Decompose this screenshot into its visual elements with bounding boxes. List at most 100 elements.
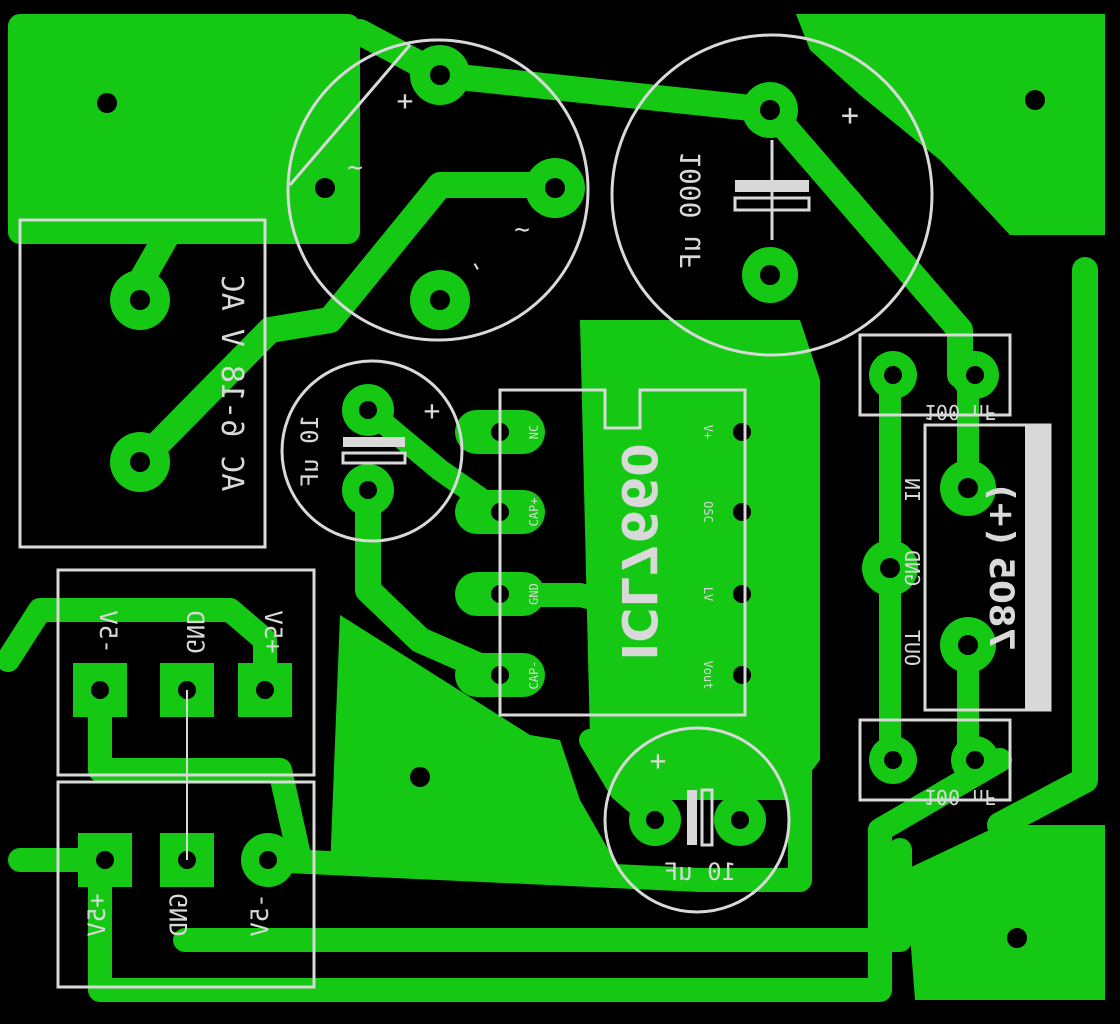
hole-c10b-minus	[731, 811, 749, 829]
ic-pads	[455, 410, 785, 697]
trace-gnd	[173, 838, 912, 952]
hole-br1	[430, 65, 450, 85]
hole-ic-7	[733, 503, 751, 521]
bridge-outline	[286, 38, 590, 342]
hole-br3	[545, 178, 565, 198]
hole-ac2	[130, 452, 150, 472]
hole-ac1	[130, 290, 150, 310]
silkscreen	[18, 33, 1052, 989]
cap100-top-label: 100 nF	[924, 400, 996, 424]
hole-reg-gnd	[880, 558, 900, 578]
hole-c1000-plus	[760, 100, 780, 120]
cap100-pads	[869, 351, 999, 784]
ic-outline	[498, 388, 747, 717]
bridge-pads	[295, 45, 585, 330]
trace-bottom	[253, 688, 812, 892]
cap10-bottom-plus-label: +	[650, 744, 667, 777]
trace-right	[987, 257, 1098, 838]
conn2-left-label: +5V	[83, 893, 111, 936]
hole-reg-in	[958, 478, 978, 498]
reg-gnd-label: GND	[900, 550, 924, 586]
cap10-bottom-pads	[629, 794, 766, 846]
cap100-top-outline	[858, 333, 1012, 417]
cap10b-plate1	[687, 790, 697, 845]
pin-lv-label: LV	[701, 587, 715, 601]
cap10a-plate1	[343, 437, 405, 447]
reg-out-label: OUT	[900, 630, 924, 666]
pour-middle	[330, 615, 620, 870]
trace-conn1b	[88, 678, 312, 872]
connector2-pads	[78, 833, 295, 887]
hole-c10a-plus	[359, 401, 377, 419]
pin-gnd-label: GND	[527, 583, 541, 605]
hole-c1000-minus	[760, 265, 780, 285]
pads	[73, 45, 1045, 948]
reg-in-label: IN	[900, 478, 924, 502]
cap10-top-label: 10 uF	[296, 415, 324, 487]
transformer-outline	[18, 218, 267, 549]
cap10b-plate2	[700, 788, 714, 847]
cap10-top-plus-label: +	[424, 394, 441, 427]
mount-hole-br	[1007, 928, 1027, 948]
conn1-mid-label: GND	[181, 610, 209, 653]
transformer-label: AC 6-18 V AC	[214, 275, 249, 492]
pin-nc-label: NC	[527, 425, 541, 439]
mount-hole-tr	[1025, 90, 1045, 110]
conn2-right-label: -5V	[246, 893, 274, 936]
cap1000-plate1	[735, 180, 809, 192]
cap1000-outline	[610, 33, 934, 357]
cap10-bottom-label: 10 uF	[664, 858, 736, 886]
cap1000-label: 1000 uF	[674, 151, 707, 269]
bridge-tilde1-label: ~	[347, 153, 363, 183]
pin-vout-label: Vout	[701, 661, 715, 690]
cap1000-plate2	[733, 196, 811, 212]
bridge-tilde2-label: ~	[514, 215, 530, 245]
pour-top-left	[8, 14, 360, 244]
hole-j1-1	[91, 681, 109, 699]
hole-ic-8	[733, 423, 751, 441]
hole-ic-5	[733, 666, 751, 684]
hole-c100a-1	[884, 366, 902, 384]
conn2-mid-label: GND	[165, 893, 193, 936]
hole-br2	[315, 178, 335, 198]
hole-j2-1	[96, 851, 114, 869]
hole-c10a-minus	[359, 481, 377, 499]
cap10a-plate2	[341, 451, 407, 465]
ic-label: ICL7660	[610, 443, 666, 660]
silk-labels: AC 6-18 V AC + ~ ~ - 1000 uF + 10 uF + I…	[83, 84, 1021, 937]
hole-j2-3	[259, 851, 277, 869]
cap10-bottom-outline	[603, 726, 791, 914]
pin-capp-label: CAP+	[527, 498, 541, 527]
hole-c100b-2	[966, 751, 984, 769]
conn1-left-label: -5V	[94, 610, 122, 653]
mount-hole-tl	[97, 93, 117, 113]
bridge-plus-label: +	[397, 84, 414, 117]
trace-ac2	[127, 172, 568, 475]
cap1000-pads	[742, 82, 798, 303]
transformer-pads	[110, 270, 170, 492]
hole-br4	[430, 290, 450, 310]
hole-j1-3	[256, 681, 274, 699]
hole-reg-out	[958, 635, 978, 655]
reg-heatsink-tab	[1025, 425, 1050, 710]
pin-osc-label: OSC	[701, 501, 715, 523]
cap10-top-outline	[280, 359, 464, 543]
hole-c10b-plus	[646, 811, 664, 829]
hole-ic-6	[733, 585, 751, 603]
cap100-bottom-outline	[858, 718, 1012, 802]
mount-hole-mid	[410, 767, 430, 787]
cap100-bottom-label: 100 nF	[924, 785, 996, 809]
pin-vp-label: V+	[701, 425, 715, 439]
hole-c100a-2	[966, 366, 984, 384]
trace-conn1	[0, 598, 277, 702]
bridge-bevel	[288, 44, 412, 186]
cap10-top-pads	[342, 384, 394, 516]
pour-bottom-right	[905, 825, 1105, 1000]
reg-pads	[862, 460, 996, 673]
hole-c100b-1	[884, 751, 902, 769]
pin-capm-label: CAP-	[527, 661, 541, 690]
connector1-pads	[73, 663, 292, 717]
trace-outer	[88, 748, 1012, 1002]
conn1-right-label: +5V	[259, 610, 287, 653]
